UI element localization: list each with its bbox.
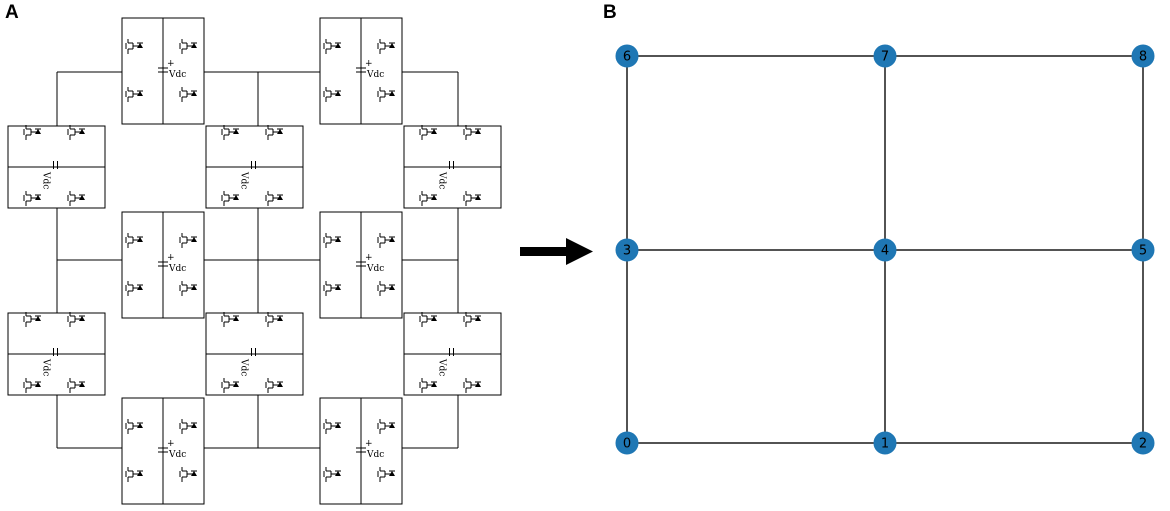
node-label: 4 <box>881 244 889 259</box>
svg-text:+: + <box>167 253 175 263</box>
vdc-label-rotated: Vdc <box>41 171 51 189</box>
graph-node-7: 7 <box>873 44 897 68</box>
right-arrow-icon <box>520 238 593 265</box>
node-circle <box>873 238 897 262</box>
horizontal-converter-module: Vdc <box>7 312 106 396</box>
vdc-label: Vdc <box>168 264 186 274</box>
node-label: 2 <box>1139 437 1147 452</box>
vertical-converter-module: Vdc+ <box>319 17 403 125</box>
vertical-converter-module: Vdc+ <box>121 211 205 319</box>
graph-node-5: 5 <box>1131 238 1155 262</box>
graph-node-8: 8 <box>1131 44 1155 68</box>
vertical-converter-module: Vdc+ <box>121 17 205 125</box>
node-circle <box>873 44 897 68</box>
vertical-converter-module: Vdc+ <box>319 211 403 319</box>
graph-node-3: 3 <box>615 238 639 262</box>
vdc-label: Vdc <box>168 450 186 460</box>
horizontal-converter-module: Vdc <box>403 312 502 396</box>
vdc-label-rotated: Vdc <box>239 171 249 189</box>
panel-b-label: B <box>603 2 617 23</box>
vdc-label: Vdc <box>168 70 186 80</box>
graph-node-0: 0 <box>615 431 639 455</box>
svg-text:+: + <box>365 439 373 449</box>
node-label: 8 <box>1139 50 1147 65</box>
vdc-label: Vdc <box>366 450 384 460</box>
vdc-label-rotated: Vdc <box>437 358 447 376</box>
node-circle <box>1131 44 1155 68</box>
vdc-label: Vdc <box>366 70 384 80</box>
graph-node-4: 4 <box>873 238 897 262</box>
graph-node-6: 6 <box>615 44 639 68</box>
vdc-label-rotated: Vdc <box>41 358 51 376</box>
horizontal-converter-module: Vdc <box>7 125 106 209</box>
vdc-label-rotated: Vdc <box>239 358 249 376</box>
horizontal-converter-module: Vdc <box>205 125 304 209</box>
grid-graph: 0 1 2 3 4 5 6 7 8 <box>615 44 1155 455</box>
horizontal-converter-module: Vdc <box>403 125 502 209</box>
node-label: 3 <box>623 244 631 259</box>
node-circle <box>873 431 897 455</box>
graph-node-2: 2 <box>1131 431 1155 455</box>
node-circle <box>615 44 639 68</box>
svg-text:+: + <box>167 439 175 449</box>
svg-text:+: + <box>365 253 373 263</box>
vertical-converter-module: Vdc+ <box>319 397 403 505</box>
vdc-label-rotated: Vdc <box>437 171 447 189</box>
panel-a-label: A <box>5 2 19 23</box>
vertical-converter-module: Vdc+ <box>121 397 205 505</box>
vdc-label: Vdc <box>366 264 384 274</box>
svg-text:+: + <box>167 59 175 69</box>
graph-edges <box>626 55 1144 444</box>
graph-nodes: 0 1 2 3 4 5 6 7 8 <box>615 44 1155 455</box>
node-circle <box>1131 238 1155 262</box>
node-circle <box>615 431 639 455</box>
node-circle <box>1131 431 1155 455</box>
node-label: 6 <box>623 50 631 65</box>
node-label: 5 <box>1139 244 1147 259</box>
node-circle <box>615 238 639 262</box>
node-label: 7 <box>881 50 889 65</box>
graph-node-1: 1 <box>873 431 897 455</box>
horizontal-converter-module: Vdc <box>205 312 304 396</box>
node-label: 1 <box>881 437 889 452</box>
svg-text:+: + <box>365 59 373 69</box>
interconnect-wires <box>56 71 459 449</box>
node-label: 0 <box>623 437 631 452</box>
